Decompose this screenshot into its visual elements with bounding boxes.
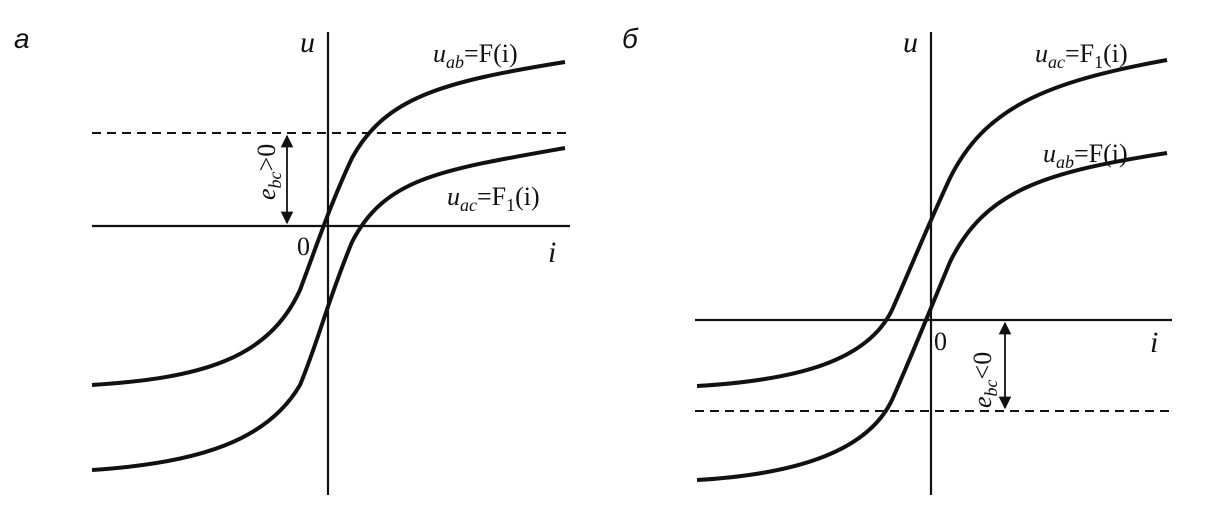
panel-b-u-label: u (903, 26, 918, 59)
panel-b-i-label: i (1150, 326, 1158, 359)
panel-a-upper-curve-label: uab=F(i) (433, 39, 518, 72)
panel-a-lower-curve (91, 146, 566, 472)
panel-a-emf-label: ebc>0 (252, 144, 285, 200)
panel-b: б u i 0 ebc<0 uac=F1(i) uab=F(i) (622, 23, 1172, 495)
panel-b-upper-curve-label: uac=F1(i) (1035, 39, 1128, 72)
panel-a-label: а (14, 23, 30, 54)
panel-a-i-label: i (548, 236, 556, 269)
panel-b-origin-label: 0 (934, 327, 947, 356)
panel-b-emf-label: ebc<0 (968, 352, 1001, 408)
panel-a-lower-curve-label: uac=F1(i) (447, 182, 540, 215)
panel-b-label: б (622, 23, 639, 54)
panel-b-upper-curve (696, 58, 1168, 388)
panel-a: а u i 0 ebc>0 uab=F(i) uac=F1(i) (14, 23, 570, 495)
panel-a-u-label: u (300, 26, 315, 59)
panel-b-lower-curve-label: uab=F(i) (1043, 139, 1128, 172)
panel-a-origin-label: 0 (297, 232, 310, 261)
panel-b-lower-curve (696, 151, 1168, 482)
panel-a-upper-curve (91, 60, 566, 387)
